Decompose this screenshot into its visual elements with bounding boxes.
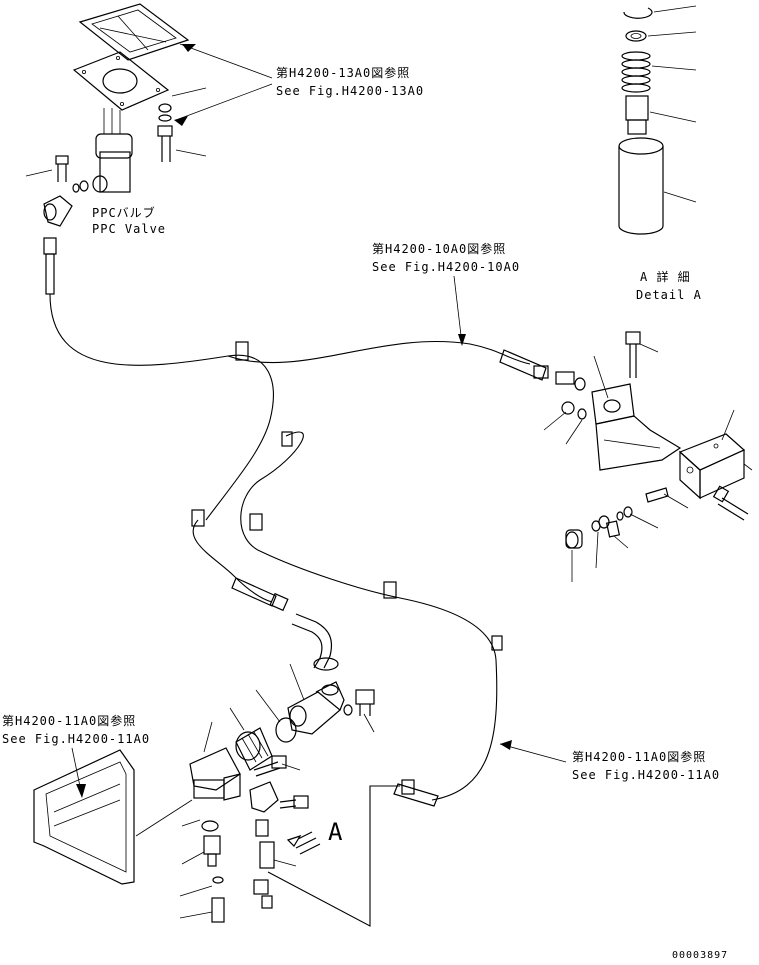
clamp-5 (383, 581, 397, 599)
detail-a-valve-block (678, 433, 746, 500)
detail-a-label-en: Detail A (636, 288, 702, 302)
lower-bolt (253, 755, 287, 777)
reference-11a0-left-jp: 第H4200-11A0図参照 (2, 714, 137, 728)
ref-arrow-13a0 (174, 44, 196, 126)
detail-a-bolt (625, 331, 641, 378)
ref-arrow-11a0-right (499, 740, 567, 763)
plate-middle (72, 51, 170, 111)
gasket-top (78, 3, 190, 61)
reference-11a0-right-jp: 第H4200-11A0図参照 (572, 750, 707, 764)
valve-body-lower (189, 747, 241, 801)
clamp-6 (491, 635, 503, 651)
reference-11a0-right-en: See Fig.H4200-11A0 (572, 768, 721, 782)
ref-arrow-10a0 (453, 275, 466, 346)
clamp-2 (281, 431, 293, 447)
detail-a-fittings (499, 349, 587, 420)
fitting-stack-left (201, 820, 225, 923)
view-marker-a: A (328, 818, 343, 846)
reference-10a0-en: See Fig.H4200-10A0 (372, 260, 521, 274)
reference-11a0-left-en: See Fig.H4200-11A0 (2, 732, 151, 746)
bracket-left (33, 749, 135, 885)
ppc-valve-body (72, 108, 133, 193)
pipe-elbow (291, 613, 339, 671)
plunger (625, 95, 649, 135)
filter-element (235, 727, 273, 771)
fitting-stack-right (253, 819, 275, 909)
view-arrow (286, 831, 321, 855)
bolt-adapter (279, 795, 309, 809)
ppc-valve-label-jp: PPCバルブ (92, 206, 156, 220)
elbow-fitting (43, 195, 73, 227)
fitting-mid-1 (231, 577, 289, 612)
hose-end-left (43, 237, 57, 295)
filter-housing (287, 681, 345, 735)
bolt-housing (343, 689, 375, 716)
ppc-valve-label-en: PPC Valve (92, 222, 167, 236)
sleeve (618, 137, 664, 235)
clamp-4 (249, 513, 263, 531)
reference-13a0-jp: 第H4200-13A0図参照 (276, 66, 411, 80)
hose-main-5 (267, 785, 400, 927)
detail-a-bracket (591, 383, 682, 471)
washer-top (625, 30, 647, 42)
adapter-block (249, 781, 279, 813)
washer-small (158, 103, 172, 122)
detail-a-long-bolt (712, 485, 749, 521)
clamp-3 (191, 509, 205, 527)
clamp-1 (235, 341, 249, 361)
detail-a-label-jp: A 詳 細 (640, 270, 691, 284)
bolt-right (157, 125, 173, 162)
drawing-number: 00003897 (672, 950, 729, 961)
hose-main-3 (240, 431, 498, 801)
bolt-left (55, 155, 69, 182)
reference-10a0-jp: 第H4200-10A0図参照 (372, 242, 507, 256)
reference-13a0-en: See Fig.H4200-13A0 (276, 84, 425, 98)
hose-main-4 (192, 519, 273, 603)
snap-ring (623, 7, 653, 19)
fitting-lower-right (393, 779, 439, 807)
ref-arrow-11a0-left (71, 747, 86, 798)
detail-a-small-parts (565, 487, 669, 549)
hose-main-1 (49, 293, 274, 521)
spring (621, 51, 651, 93)
hose-main-2 (227, 340, 531, 365)
o-ring-large (275, 717, 297, 743)
